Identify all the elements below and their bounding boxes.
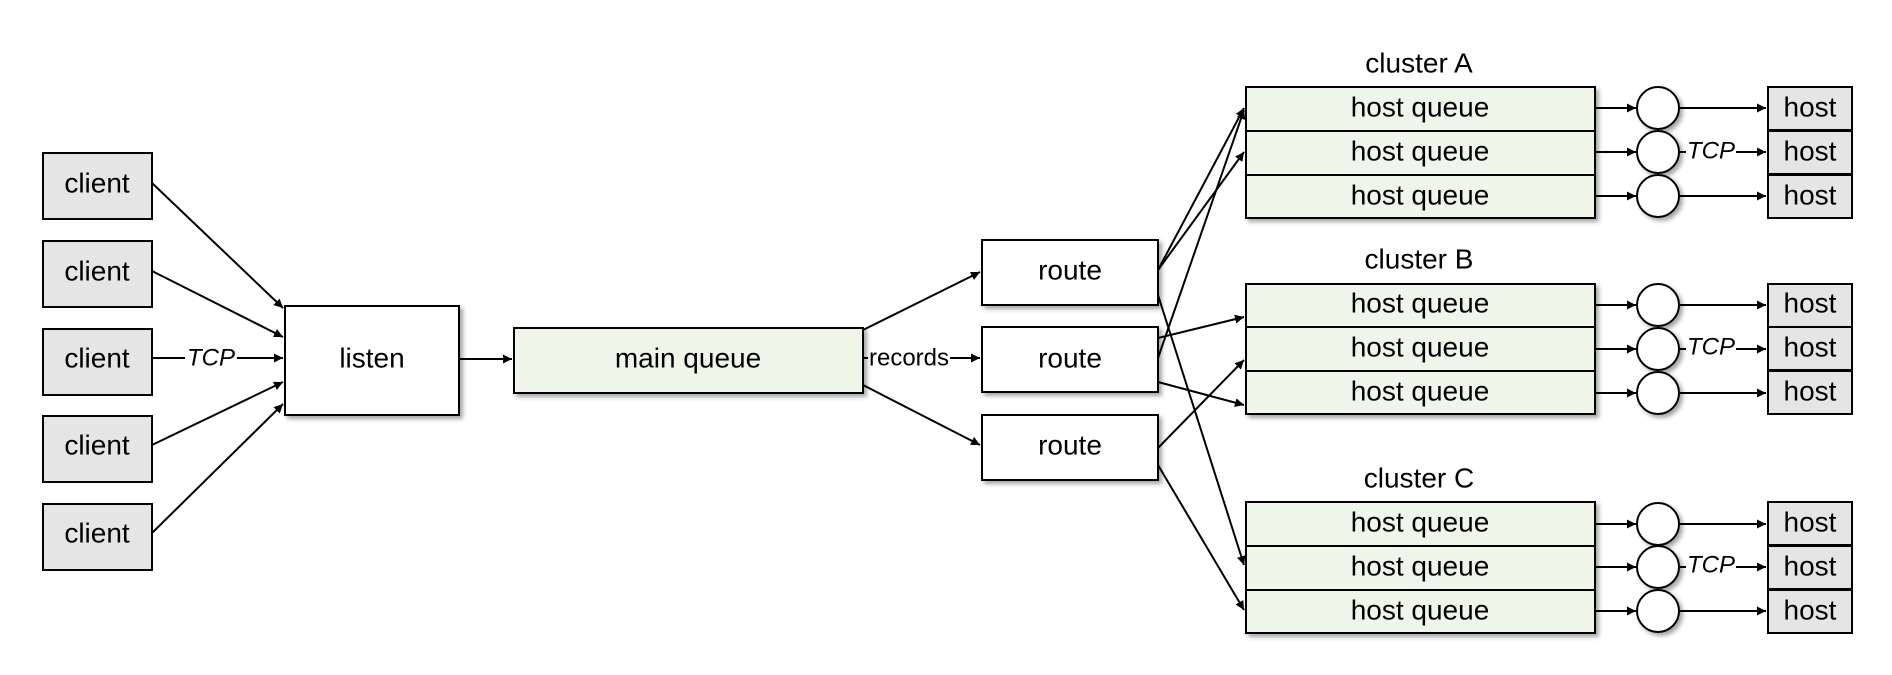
host-label: host — [1784, 376, 1837, 407]
edge-client4-listen — [151, 381, 284, 446]
edge-route1-C2 — [1157, 294, 1246, 566]
host-label: host — [1784, 595, 1837, 626]
route-label: route — [1038, 430, 1102, 461]
route-node — [981, 326, 1159, 393]
host-tcp-label: TCP — [1687, 138, 1735, 165]
host-queue-label: host queue — [1351, 332, 1490, 363]
connection-circle — [1636, 283, 1680, 327]
host-label: host — [1784, 507, 1837, 538]
edge-route2-B1 — [1157, 314, 1245, 339]
edge-route1-A1 — [1157, 107, 1245, 271]
edge-route3-C3 — [1157, 464, 1245, 611]
client-label: client — [64, 518, 130, 549]
host-label: host — [1784, 288, 1837, 319]
cluster-a-queue-stack — [1245, 86, 1596, 219]
client-node: client — [42, 328, 153, 396]
cluster-c: cluster C host queue host queue host que… — [1245, 463, 1853, 634]
main-queue-label: main queue — [615, 343, 761, 374]
main-queue-node — [513, 327, 864, 394]
cluster-b-queue-stack — [1245, 283, 1596, 415]
connection-circle — [1636, 86, 1680, 130]
host-node — [1767, 545, 1853, 590]
host-node — [1767, 86, 1853, 131]
client-label: client — [64, 168, 130, 199]
host-label: host — [1784, 136, 1837, 167]
route-nodes: route route route — [981, 239, 1159, 481]
connection-circle — [1636, 589, 1680, 633]
host-queue-label: host queue — [1351, 595, 1490, 626]
client-label: client — [64, 256, 130, 287]
connection-circles — [1636, 283, 1680, 415]
client-node: client — [42, 152, 153, 220]
records-label: records — [869, 345, 949, 372]
client-node: client — [42, 503, 153, 571]
client-label: client — [64, 343, 130, 374]
listen-label: listen — [339, 343, 404, 374]
edge-route3-B2 — [1157, 359, 1245, 449]
route-label: route — [1038, 255, 1102, 286]
client-node: client — [42, 415, 153, 483]
route-label: route — [1038, 343, 1102, 374]
host-queue-label: host queue — [1351, 376, 1490, 407]
client-label: client — [64, 430, 130, 461]
listen-node — [284, 305, 460, 416]
edge-route2-B3 — [1157, 381, 1245, 408]
edge-route1-A2 — [1157, 151, 1245, 271]
connection-circle — [1636, 545, 1680, 589]
host-queue-label: host queue — [1351, 507, 1490, 538]
edge-route2-A3 — [1157, 109, 1246, 359]
host-tcp-label: TCP — [1687, 552, 1735, 579]
host-node — [1767, 174, 1853, 219]
cluster-title: cluster C — [1364, 463, 1474, 494]
host-queue-label: host queue — [1351, 180, 1490, 211]
cluster-a: cluster A host queue host queue host que… — [1245, 48, 1853, 219]
connection-circle — [1636, 327, 1680, 371]
cluster-title: cluster A — [1365, 48, 1473, 79]
client-nodes: client client client client client — [42, 152, 153, 571]
route-node — [981, 239, 1159, 306]
host-queue-label: host queue — [1351, 136, 1490, 167]
client-tcp-label: TCP — [187, 345, 235, 372]
host-node — [1767, 326, 1853, 371]
host-queue-label: host queue — [1351, 288, 1490, 319]
connection-circle — [1636, 502, 1680, 546]
edge-mainqueue-route1 — [862, 271, 981, 331]
connection-circle — [1636, 130, 1680, 174]
host-label: host — [1784, 332, 1837, 363]
host-label: host — [1784, 92, 1837, 123]
host-node — [1767, 589, 1853, 634]
host-label: host — [1784, 180, 1837, 211]
cluster-b: cluster B host queue host queue host que… — [1245, 244, 1853, 415]
connection-circles — [1636, 502, 1680, 633]
connection-circles — [1636, 86, 1680, 218]
edge-client2-listen — [151, 270, 284, 338]
host-queue-label: host queue — [1351, 551, 1490, 582]
cluster-title: cluster B — [1365, 244, 1474, 275]
route-node — [981, 414, 1159, 481]
client-node: client — [42, 240, 153, 308]
edge-mainqueue-route3 — [862, 384, 981, 446]
host-queue-label: host queue — [1351, 92, 1490, 123]
cluster-c-queue-stack — [1245, 501, 1596, 634]
connection-circle — [1636, 174, 1680, 218]
host-label: host — [1784, 551, 1837, 582]
edges — [151, 107, 1246, 611]
host-node — [1767, 283, 1853, 328]
edge-client5-listen — [151, 403, 284, 534]
connection-circle — [1636, 371, 1680, 415]
host-tcp-label: TCP — [1687, 334, 1735, 361]
host-node — [1767, 370, 1853, 415]
edge-client1-listen — [151, 182, 284, 309]
